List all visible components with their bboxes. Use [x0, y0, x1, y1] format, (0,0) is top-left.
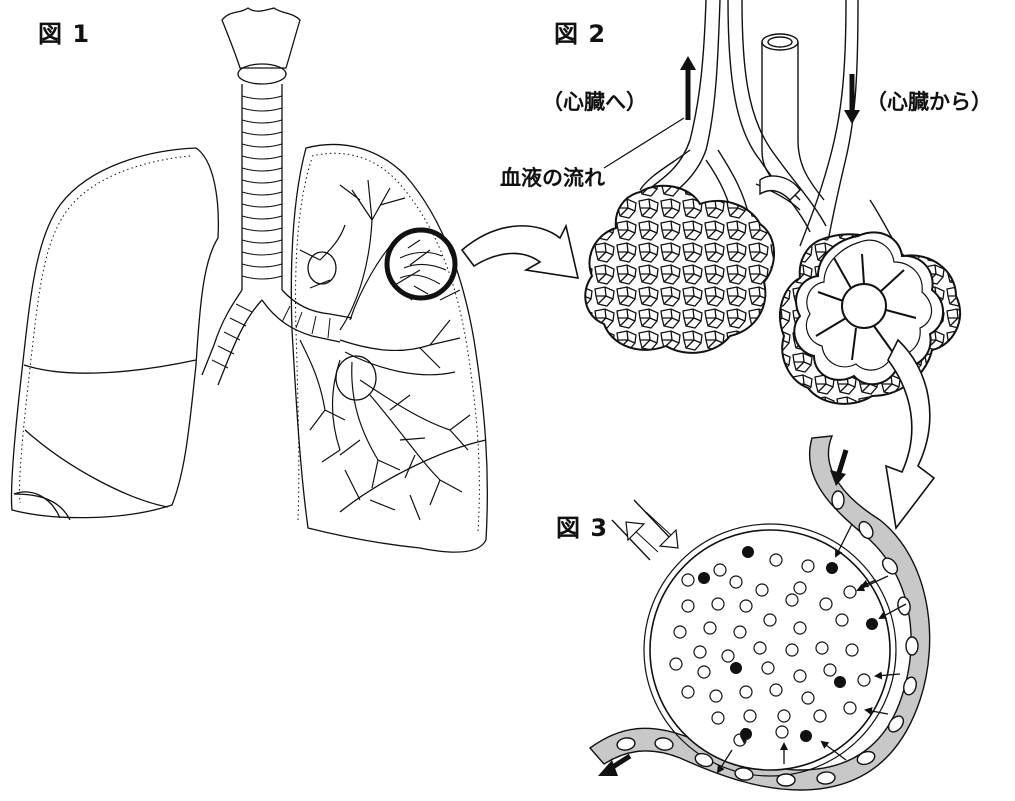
bronchial-tree — [300, 180, 470, 520]
figure-2-title: 図 2 — [554, 14, 606, 49]
zoom-arrow-1 — [462, 226, 578, 278]
figure-1-title: 図 1 — [38, 14, 90, 49]
label-blood-flow: 血液の流れ — [500, 162, 605, 192]
capillary-in-arrow — [838, 450, 846, 476]
trachea — [242, 84, 282, 290]
zoom-arrow-2 — [886, 340, 934, 528]
figure-3-gas-exchange — [590, 436, 930, 790]
label-to-heart: （心臓へ） — [542, 86, 647, 116]
right-lung — [11, 148, 218, 518]
blood-flow-leader — [604, 118, 684, 168]
figure-3-title: 図 3 — [556, 508, 608, 543]
figure-1-lungs — [11, 8, 487, 552]
figure-2-alveoli — [585, 0, 960, 404]
left-lung — [291, 144, 487, 552]
alveolus-cluster-mesh — [585, 186, 774, 353]
label-from-heart: （心臓から） — [866, 86, 992, 116]
larynx — [222, 8, 300, 68]
